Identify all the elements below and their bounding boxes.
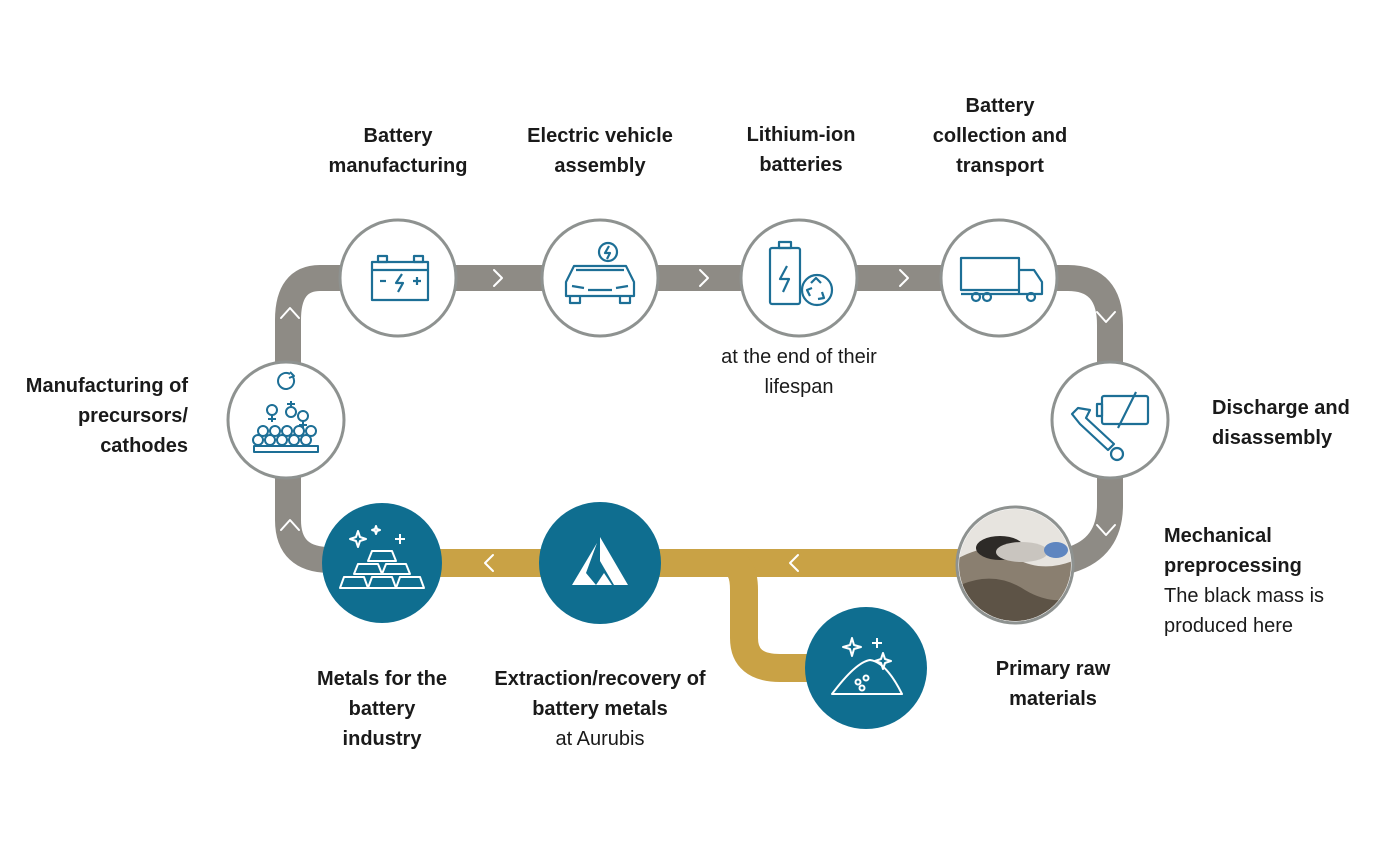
ore-pile-icon — [831, 637, 903, 695]
step-note: at Aurubis — [555, 728, 645, 750]
node-ev-assembly — [540, 218, 660, 338]
chevron-right-icon — [899, 269, 909, 287]
molecules-icon — [252, 371, 319, 453]
node-collection-transport — [939, 218, 1059, 338]
label-metals: Metals for the battery industry — [310, 664, 454, 754]
label-primary-raw: Primary raw materials — [978, 654, 1128, 714]
gold-bars-icon — [339, 525, 425, 589]
step-note: The black mass is produced here — [1164, 585, 1325, 637]
step-note: at the end of their lifespan — [721, 346, 877, 398]
label-lithium-ion-note: at the end of their lifespan — [718, 342, 880, 402]
node-precursors — [226, 360, 346, 480]
node-mechanical-preprocessing — [955, 505, 1075, 625]
chevron-left-icon — [789, 554, 799, 572]
chevron-right-icon — [493, 269, 503, 287]
label-precursors: Manufacturing of precursors/ cathodes — [20, 371, 188, 461]
step-title: Extraction/recovery of battery metals — [494, 668, 706, 720]
step-title: Mechanical preprocessing — [1164, 525, 1302, 577]
chevron-up-icon — [280, 519, 300, 531]
label-battery-manufacturing: Battery manufacturing — [306, 121, 490, 181]
node-extraction — [539, 502, 661, 624]
step-title: Lithium-ion batteries — [746, 124, 856, 176]
step-title: Primary raw materials — [995, 658, 1111, 710]
step-title: Manufacturing of precursors/ cathodes — [25, 375, 188, 457]
wrench-battery-icon — [1070, 391, 1150, 462]
gray-cycle-track — [275, 265, 1123, 573]
node-battery-manufacturing — [338, 218, 458, 338]
chevron-down-icon — [1096, 311, 1116, 323]
battery-recycle-icon — [768, 240, 834, 307]
car-battery-icon — [370, 254, 430, 302]
step-title: Battery manufacturing — [328, 125, 468, 177]
label-collection-transport: Battery collection and transport — [930, 91, 1070, 181]
node-metals — [322, 503, 442, 623]
chevron-down-icon — [1096, 524, 1116, 536]
chevron-left-icon — [484, 554, 494, 572]
label-ev-assembly: Electric vehicle assembly — [508, 121, 692, 181]
label-mechanical: Mechanical preprocessing The black mass … — [1164, 521, 1340, 641]
black-mass-photo — [959, 509, 1071, 621]
truck-icon — [959, 256, 1044, 303]
chevron-right-icon — [699, 269, 709, 287]
gold-branch-track — [726, 549, 815, 682]
step-title: Electric vehicle assembly — [527, 125, 673, 177]
step-title: Discharge and disassembly — [1212, 397, 1350, 449]
aurubis-logo — [572, 537, 628, 585]
node-lithium-ion — [739, 218, 859, 338]
label-lithium-ion: Lithium-ion batteries — [728, 120, 874, 180]
node-primary-raw — [805, 607, 927, 729]
label-extraction: Extraction/recovery of battery metals at… — [478, 664, 722, 754]
electric-car-icon — [564, 241, 636, 305]
step-title: Metals for the battery industry — [316, 668, 448, 750]
node-discharge — [1050, 360, 1170, 480]
label-discharge: Discharge and disassembly — [1212, 393, 1372, 453]
step-title: Battery collection and transport — [932, 95, 1068, 177]
chevron-up-icon — [280, 307, 300, 319]
